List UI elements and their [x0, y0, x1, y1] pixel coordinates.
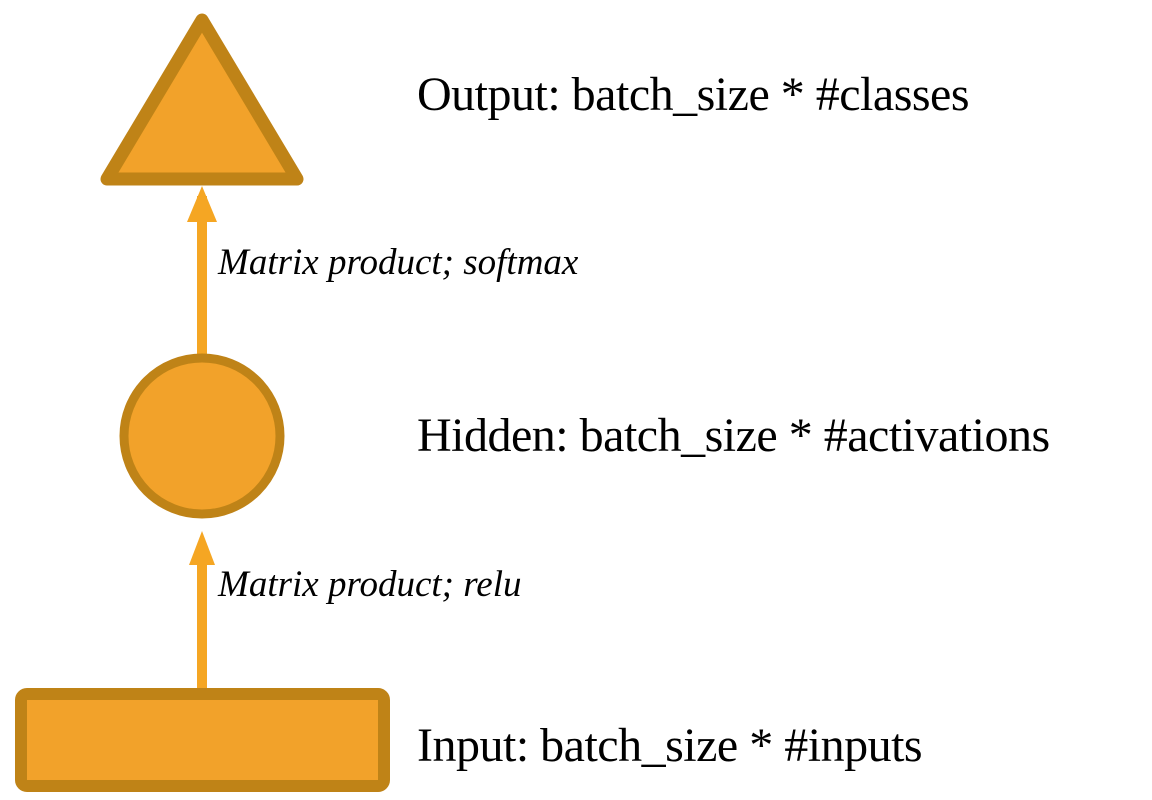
rectangle-node-icon[interactable]	[15, 688, 390, 792]
arrow-shaft-lower	[197, 545, 207, 690]
arrow-input-to-hidden[interactable]	[189, 531, 215, 690]
arrow-hidden-to-output[interactable]	[187, 186, 217, 358]
input-node-label: Input: batch_size * #inputs	[417, 719, 923, 772]
output-node-label: Output: batch_size * #classes	[417, 68, 970, 121]
edge-label-input-to-hidden: Matrix product; relu	[218, 564, 522, 605]
arrow-head-upper	[187, 186, 217, 222]
triangle-node-icon[interactable]	[100, 13, 304, 186]
arrow-head-lower	[189, 531, 215, 565]
edge-label-hidden-to-output: Matrix product; softmax	[218, 242, 579, 283]
hidden-node-shape[interactable]	[119, 353, 285, 519]
output-node-shape[interactable]	[100, 13, 304, 186]
arrow-shaft-upper	[197, 196, 207, 358]
input-node-shape[interactable]	[15, 688, 390, 792]
circle-node-icon[interactable]	[119, 353, 285, 519]
hidden-node-label: Hidden: batch_size * #activations	[417, 409, 1050, 462]
